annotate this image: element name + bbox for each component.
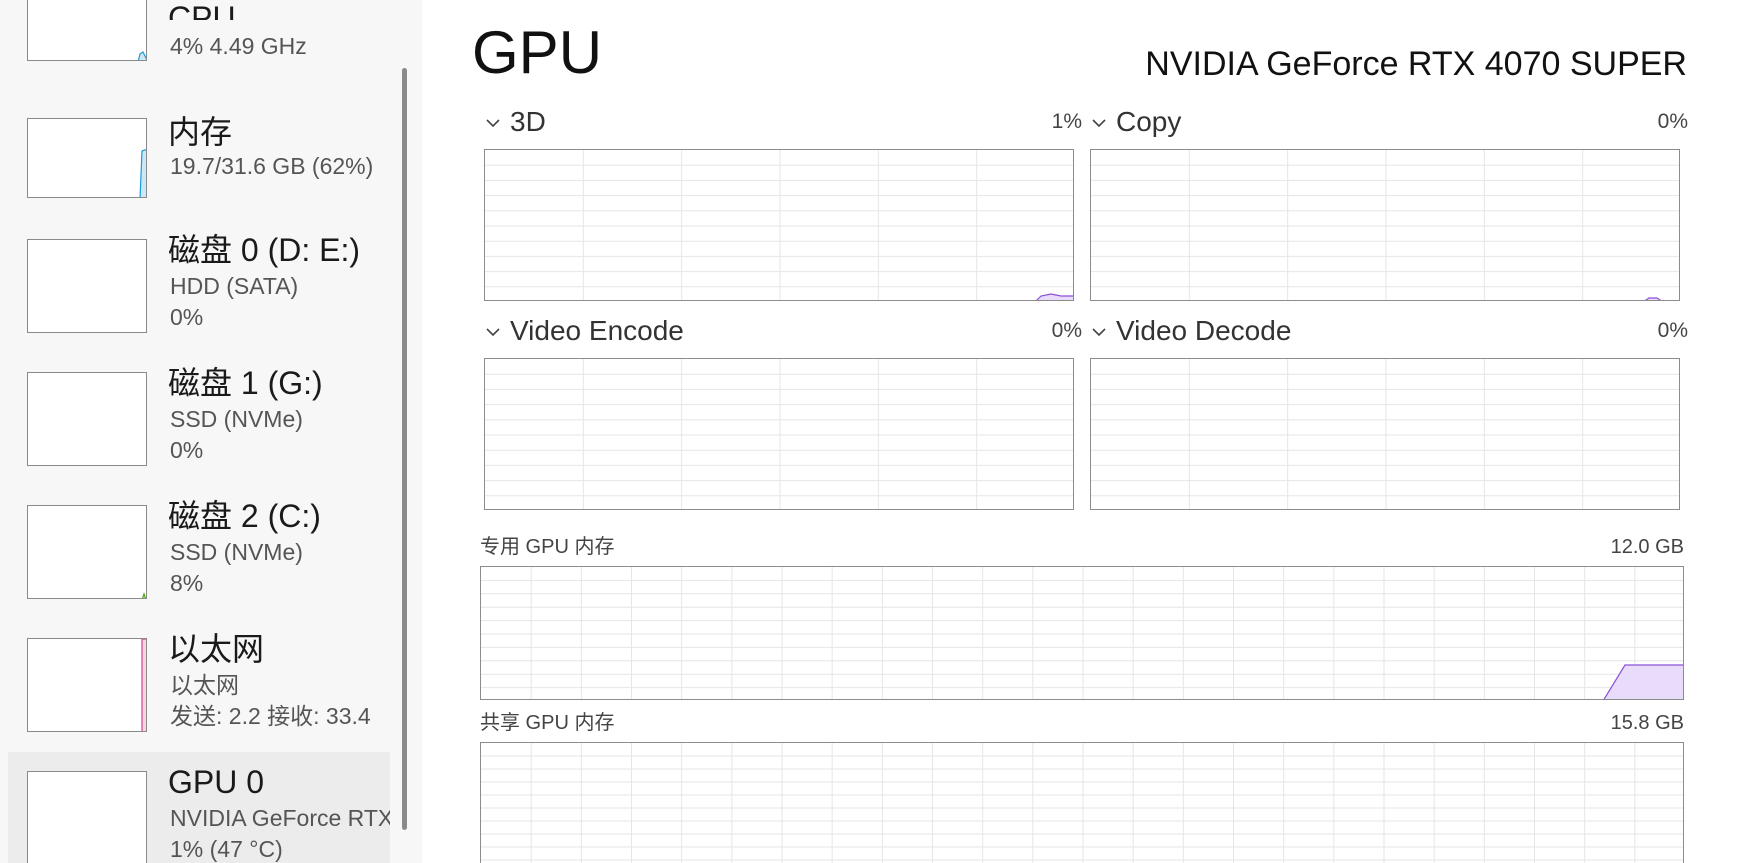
engine-graph-3d-usage [1036, 293, 1073, 300]
engine-graph-video-decode [1090, 358, 1680, 510]
engine-graph-3d [484, 149, 1074, 301]
performance-sidebar: CPU 4% 4.49 GHz 内存 19.7/31.6 GB (62%) 磁盘… [0, 0, 390, 863]
sidebar-item-title: 磁盘 2 (C:) [168, 498, 321, 534]
sidebar-item-disk-0[interactable]: 磁盘 0 (D: E:) HDD (SATA) 0% [8, 220, 390, 340]
engine-usage-value: 0% [1051, 319, 1082, 342]
dedicated-memory-label: 专用 GPU 内存 [480, 536, 615, 558]
engine-graph-video-encode-grid [485, 359, 1073, 509]
memory-thumbnail-chart [139, 149, 146, 197]
sidebar-item-sub2: 发送: 2.2 接收: 33.4 [170, 703, 371, 729]
sidebar-item-gpu-0[interactable]: GPU 0 NVIDIA GeForce RTX 4070 SUPER 1% (… [8, 752, 390, 863]
engine-usage-value: 1% [1051, 110, 1082, 133]
engine-header-video-decode: Video Decode 0% [1090, 315, 1688, 347]
sidebar-item-sub2: 0% [170, 437, 204, 463]
sidebar-item-sub2: 8% [170, 570, 204, 596]
cpu-thumbnail-chart [137, 51, 146, 60]
engine-graph-copy [1090, 149, 1680, 301]
engine-name-selector[interactable]: 3D [510, 106, 546, 137]
sidebar-item-sub: 19.7/31.6 GB (62%) [170, 153, 374, 179]
engine-name-selector[interactable]: Copy [1116, 106, 1182, 137]
dedicated-memory-usage [1603, 664, 1683, 699]
engine-usage-value: 0% [1657, 110, 1688, 133]
disk-2-thumbnail-graph [27, 505, 147, 599]
dedicated-memory-max: 12.0 GB [1610, 536, 1684, 558]
sidebar-item-title: 以太网 [168, 631, 265, 667]
sidebar-item-sub2: 1% (47 °C) [170, 836, 283, 862]
sidebar-item-disk-1[interactable]: 磁盘 1 (G:) SSD (NVMe) 0% [8, 353, 390, 473]
sidebar-list: CPU 4% 4.49 GHz 内存 19.7/31.6 GB (62%) 磁盘… [8, 0, 390, 863]
engine-header-3d: 3D 1% [484, 106, 1082, 138]
sidebar-item-title: GPU 0 [168, 764, 265, 800]
gpu-detail-panel: GPU NVIDIA GeForce RTX 4070 SUPER 3D 1% … [422, 0, 1739, 863]
engine-header-copy: Copy 0% [1090, 106, 1688, 138]
page-title: GPU [472, 19, 603, 86]
shared-memory-header: 共享 GPU 内存 15.8 GB [480, 710, 1684, 736]
chevron-down-icon[interactable] [1090, 114, 1108, 132]
dedicated-memory-graph [480, 566, 1684, 700]
sidebar-item-title: CPU [168, 0, 236, 20]
shared-memory-graph [480, 742, 1684, 863]
disk-0-thumbnail-graph [27, 239, 147, 333]
sidebar-item-sub2: 0% [170, 304, 204, 330]
engine-graph-video-encode [484, 358, 1074, 510]
sidebar-item-sub: NVIDIA GeForce RTX 4070 SUPER [170, 805, 390, 831]
gpu-model-name: NVIDIA GeForce RTX 4070 SUPER [1145, 45, 1687, 83]
ethernet-thumbnail-graph [27, 638, 147, 732]
sidebar-item-sub: SSD (NVMe) [170, 539, 303, 565]
shared-memory-label: 共享 GPU 内存 [480, 712, 615, 734]
engine-graph-3d-grid [485, 150, 1073, 300]
sidebar-scrollbar[interactable] [402, 68, 407, 830]
gpu-0-thumbnail-graph [27, 771, 147, 863]
engine-graph-video-decode-grid [1091, 359, 1679, 509]
engine-graph-copy-grid [1091, 150, 1679, 300]
engine-name-selector[interactable]: Video Encode [510, 315, 684, 346]
sidebar-item-sub: 4% 4.49 GHz [170, 33, 307, 59]
disk-2-thumbnail-chart [142, 592, 146, 598]
chevron-down-icon[interactable] [1090, 323, 1108, 341]
sidebar-item-title: 内存 [168, 114, 233, 150]
sidebar-item-title: 磁盘 0 (D: E:) [168, 232, 361, 268]
ethernet-thumbnail-chart [141, 639, 146, 731]
dedicated-memory-grid [481, 567, 1683, 699]
engine-usage-value: 0% [1657, 319, 1688, 342]
sidebar-item-sub: 以太网 [170, 672, 239, 698]
sidebar-item-memory[interactable]: 内存 19.7/31.6 GB (62%) [8, 100, 390, 220]
memory-thumbnail-graph [27, 118, 147, 198]
engine-graph-copy-usage [1644, 297, 1662, 300]
shared-memory-grid [481, 743, 1683, 863]
sidebar-item-sub: HDD (SATA) [170, 273, 299, 299]
cpu-thumbnail-graph [27, 0, 147, 61]
dedicated-memory-header: 专用 GPU 内存 12.0 GB [480, 534, 1684, 560]
sidebar-item-sub: SSD (NVMe) [170, 406, 303, 432]
gpu-0-thumbnail-chart [28, 772, 147, 863]
sidebar-item-ethernet[interactable]: 以太网 以太网 发送: 2.2 接收: 33.4 [8, 619, 390, 739]
engine-header-video-encode: Video Encode 0% [484, 315, 1082, 347]
sidebar-item-disk-2[interactable]: 磁盘 2 (C:) SSD (NVMe) 8% [8, 486, 390, 606]
chevron-down-icon[interactable] [484, 114, 502, 132]
engine-name-selector[interactable]: Video Decode [1116, 315, 1292, 346]
disk-1-thumbnail-graph [27, 372, 147, 466]
shared-memory-max: 15.8 GB [1610, 712, 1684, 734]
chevron-down-icon[interactable] [484, 323, 502, 341]
sidebar-item-cpu[interactable]: CPU 4% 4.49 GHz [8, 0, 390, 80]
sidebar-item-title: 磁盘 1 (G:) [168, 365, 323, 401]
